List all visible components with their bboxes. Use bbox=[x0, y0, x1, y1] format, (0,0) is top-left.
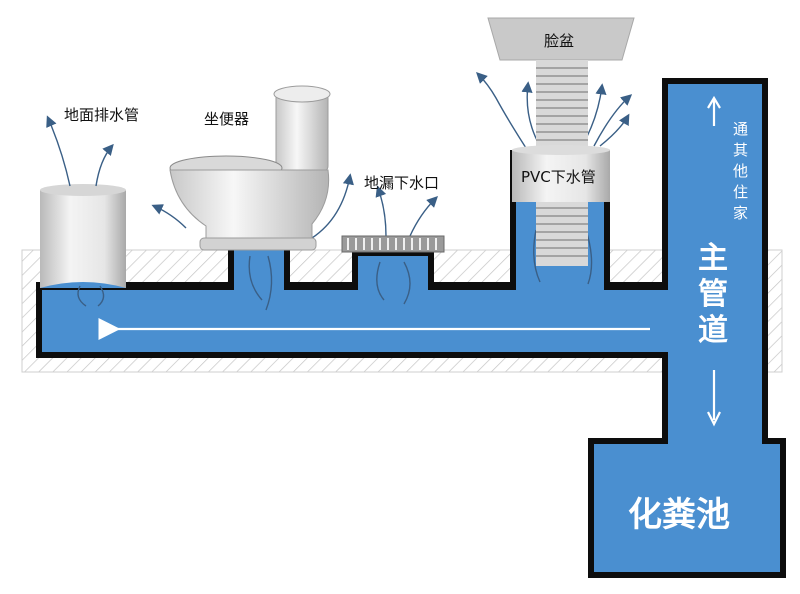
airflow-lines bbox=[46, 72, 633, 311]
airflow-arrow-icon bbox=[95, 143, 114, 187]
basin-fixture bbox=[487, 17, 635, 61]
airflow-arrow-icon bbox=[599, 113, 630, 147]
label-other-residents: 通 其 他 住 家 bbox=[733, 120, 748, 222]
septic-tank-body bbox=[594, 444, 780, 572]
floor-drain-cylinder bbox=[40, 184, 126, 288]
svg-text:道: 道 bbox=[698, 313, 728, 348]
label-floor-drain-outlet: 地漏下水口 bbox=[364, 174, 439, 192]
airflow-arrow-icon bbox=[151, 204, 187, 229]
airflow-arrow-icon bbox=[375, 185, 387, 237]
label-toilet: 坐便器 bbox=[204, 110, 249, 128]
horizontal-drain-pipe bbox=[42, 290, 682, 352]
toilet-stub-pipe bbox=[234, 250, 284, 294]
vertical-flow-arrow-icon bbox=[707, 95, 721, 427]
airflow-arrow-icon bbox=[46, 115, 71, 187]
label-pvc-pipe: PVC下水管 bbox=[521, 168, 596, 186]
svg-text:管: 管 bbox=[698, 277, 728, 312]
pipe-network bbox=[36, 78, 786, 578]
airflow-arrow-icon bbox=[476, 72, 527, 149]
svg-text:住: 住 bbox=[733, 183, 748, 201]
svg-text:其: 其 bbox=[733, 141, 748, 159]
label-main-pipe: 主 管 道 bbox=[698, 241, 728, 348]
airflow-arrow-icon bbox=[409, 196, 438, 237]
airflow-arrow-icon bbox=[593, 94, 633, 147]
svg-text:家: 家 bbox=[733, 204, 748, 222]
label-floor-drain-pipe: 地面排水管 bbox=[64, 106, 139, 124]
label-septic-tank: 化粪池 bbox=[628, 495, 730, 535]
toilet-fixture bbox=[169, 85, 331, 251]
pvc-collar bbox=[512, 145, 610, 202]
svg-text:主: 主 bbox=[698, 241, 728, 276]
floor-drain-grate bbox=[341, 235, 445, 253]
floor-drain-stub-pipe bbox=[358, 256, 428, 296]
svg-text:通: 通 bbox=[733, 120, 748, 138]
svg-text:他: 他 bbox=[733, 162, 748, 180]
label-basin: 脸盆 bbox=[544, 32, 574, 50]
airflow-arrow-icon bbox=[311, 173, 354, 239]
